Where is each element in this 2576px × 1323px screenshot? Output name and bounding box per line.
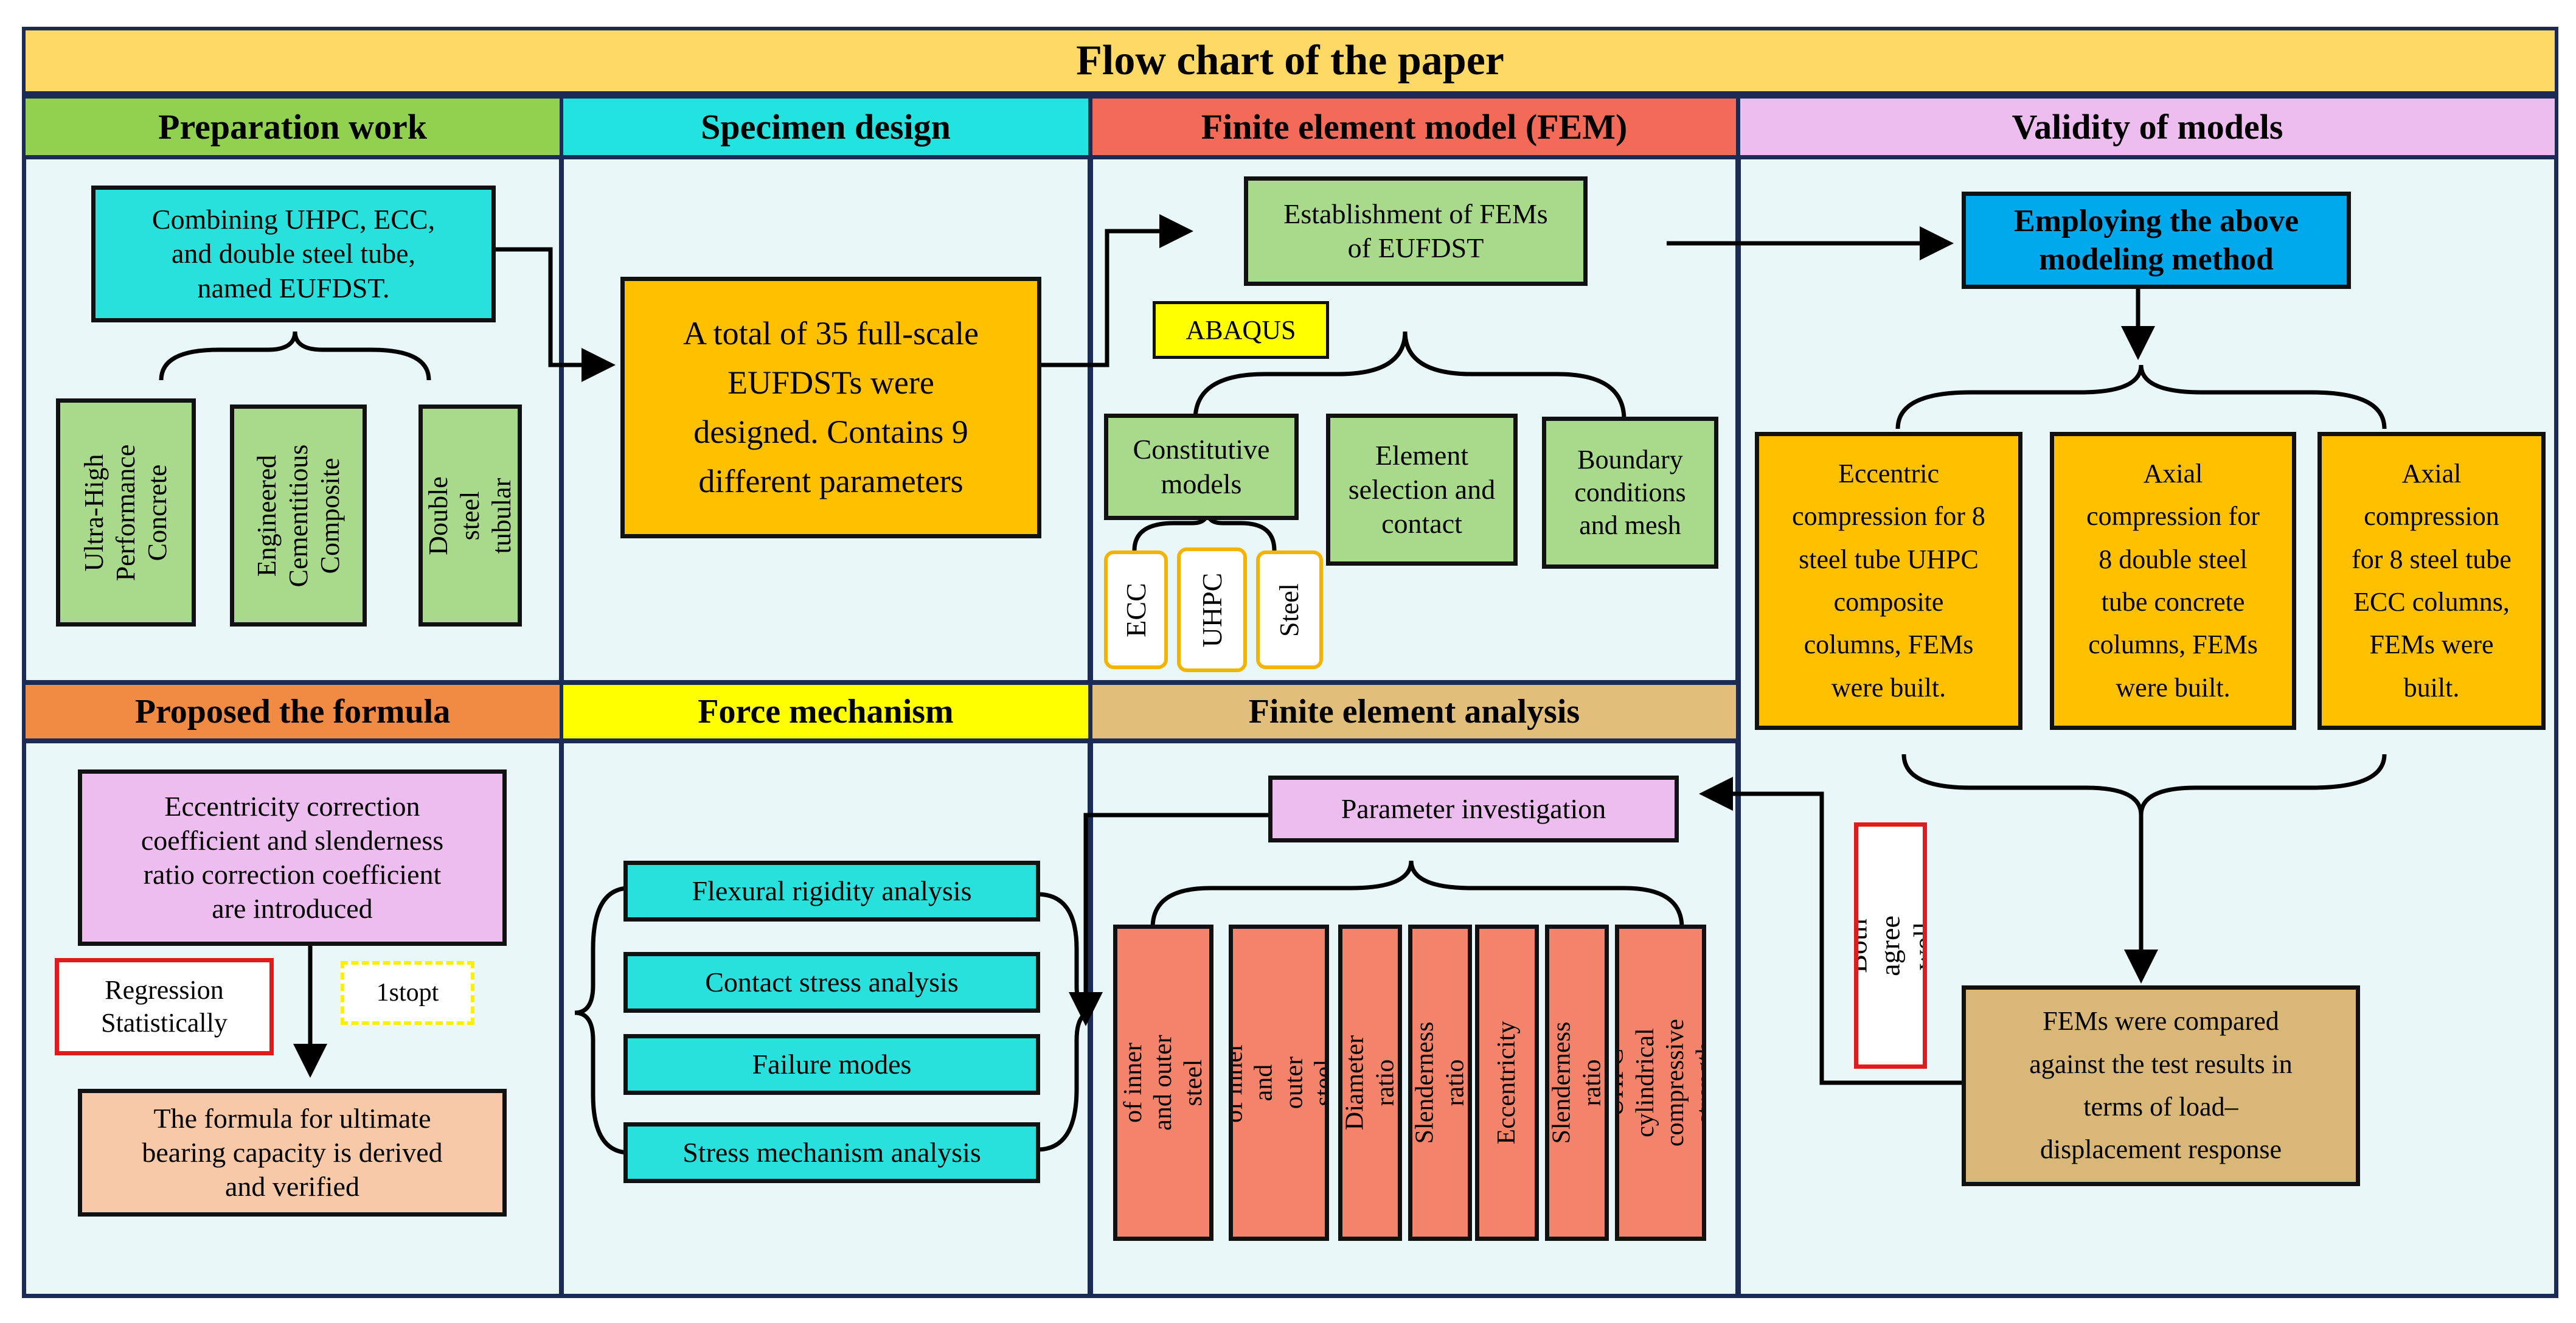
agree-text: Both agree well (1854, 915, 1927, 976)
brace-force (574, 886, 630, 1155)
coefficients-text: Eccentricity correction coefficient and … (141, 790, 444, 925)
compared-box: FEMs were compared against the test resu… (1962, 985, 2360, 1186)
uhpc-material-text: UHPC (1196, 572, 1227, 647)
header-preparation-label: Preparation work (158, 107, 427, 147)
header-specimen: Specimen design (560, 95, 1092, 159)
header-validity: Validity of models (1737, 95, 2558, 159)
brace-validity-top (1895, 364, 2387, 429)
axial-steel-case-box: Axial compression for 8 steel tube ECC c… (2317, 432, 2546, 730)
brace-preparation (159, 331, 431, 381)
axial-double-case-text: Axial compression for 8 double steel tub… (2086, 458, 2260, 703)
element-selection-box: Element selection and contact (1326, 414, 1518, 566)
header-fea: Finite element analysis (1089, 681, 1740, 742)
param-slenderness-2-text: Slenderness ratio (1547, 1021, 1606, 1144)
combining-box: Combining UHPC, ECC, and double steel tu… (91, 186, 496, 322)
param-slenderness-2: Slenderness ratio (1545, 925, 1609, 1241)
agree-badge: Both agree well (1854, 822, 1927, 1069)
eccentric-case-box: Eccentric compression for 8 steel tube U… (1755, 432, 2022, 730)
force-item-contact-text: Contact stress analysis (705, 966, 959, 998)
param-diameter-text: Diameter ratio (1340, 1035, 1399, 1131)
header-validity-label: Validity of models (2012, 107, 2283, 147)
axial-double-case-box: Axial compression for 8 double steel tub… (2050, 432, 2296, 730)
abaqus-text: ABAQUS (1186, 314, 1296, 345)
force-item-failure: Failure modes (623, 1034, 1040, 1095)
regression-box: Regression Statistically (55, 958, 274, 1055)
boundary-box: Boundary conditions and mesh (1542, 417, 1718, 569)
ecc-material-text: ECC (1120, 582, 1151, 637)
abaqus-label: ABAQUS (1153, 301, 1329, 359)
arrow-to-parameter (1699, 777, 1962, 1085)
header-force-label: Force mechanism (698, 693, 954, 731)
force-item-contact: Contact stress analysis (623, 952, 1040, 1013)
steel-material-box: Steel (1256, 550, 1323, 669)
stopt-text: 1stopt (376, 978, 439, 1007)
param-strength-text: Strength of inner and outer steel tubes (1229, 1043, 1329, 1123)
param-uhpc-strength: UHPC cylindrical compressive strength (1615, 925, 1706, 1241)
parameter-box: Parameter investigation (1268, 776, 1679, 842)
boundary-text: Boundary conditions and mesh (1574, 445, 1686, 540)
axial-steel-case-text: Axial compression for 8 steel tube ECC c… (2352, 458, 2512, 703)
param-diameter: Diameter ratio (1338, 925, 1402, 1241)
arrow-to-specimen (496, 247, 616, 382)
force-item-stress-text: Stress mechanism analysis (682, 1136, 981, 1168)
uhpc-material-box: UHPC (1177, 547, 1247, 672)
param-slenderness-1: Slenderness ratio (1408, 925, 1472, 1241)
double-steel-box: Double steel tubular (418, 405, 522, 627)
brace-fem (1193, 331, 1626, 420)
title-band: Flow chart of the paper (22, 27, 2558, 95)
double-steel-text: Double steel tubular (423, 476, 516, 555)
header-specimen-label: Specimen design (701, 107, 951, 147)
specimen-text: A total of 35 full-scale EUFDSTs were de… (683, 315, 979, 499)
employing-box: Employing the above modeling method (1962, 192, 2351, 289)
param-eccentricity: Eccentricity (1475, 925, 1539, 1241)
brace-force-right (1036, 892, 1092, 1152)
ecc-box: Engineered Cementitious Composite (230, 405, 367, 627)
constitutive-text: Constitutive models (1133, 434, 1270, 499)
derived-text: The formula for ultimate bearing capacit… (142, 1102, 443, 1203)
param-strength: Strength of inner and outer steel tubes (1229, 925, 1329, 1241)
brace-validity-bottom (1901, 754, 2387, 816)
force-item-stress: Stress mechanism analysis (623, 1122, 1040, 1183)
header-force: Force mechanism (560, 681, 1092, 742)
param-thickness: Thickness of inner and outer steel tubes (1113, 925, 1213, 1241)
establishment-text: Establishment of FEMs of EUFDST (1283, 198, 1548, 263)
element-selection-text: Element selection and contact (1348, 439, 1496, 540)
arrow-to-establishment (1041, 214, 1193, 367)
header-preparation: Preparation work (22, 95, 563, 159)
steel-material-text: Steel (1274, 583, 1305, 637)
compared-text: FEMs were compared against the test resu… (2029, 1006, 2293, 1165)
employing-text: Employing the above modeling method (2013, 203, 2299, 277)
specimen-box: A total of 35 full-scale EUFDSTs were de… (620, 277, 1041, 538)
establishment-box: Establishment of FEMs of EUFDST (1244, 176, 1588, 286)
regression-text: Regression Statistically (101, 975, 227, 1038)
uhpc-box: Ultra-High Performance Concrete (56, 398, 196, 627)
uhpc-text: Ultra-High Performance Concrete (79, 444, 172, 581)
force-item-flexural: Flexural rigidity analysis (623, 861, 1040, 922)
coefficients-box: Eccentricity correction coefficient and … (78, 769, 507, 946)
ecc-text: Engineered Cementitious Composite (251, 444, 345, 587)
header-fea-label: Finite element analysis (1248, 693, 1580, 731)
param-uhpc-strength-text: UHPC cylindrical compressive strength (1615, 1019, 1706, 1147)
parameter-text: Parameter investigation (1341, 793, 1606, 824)
ecc-material-box: ECC (1104, 550, 1168, 669)
header-formula: Proposed the formula (22, 681, 563, 742)
param-slenderness-1-text: Slenderness ratio (1410, 1021, 1469, 1144)
combining-text: Combining UHPC, ECC, and double steel tu… (151, 204, 436, 304)
param-thickness-text: Thickness of inner and outer steel tubes (1113, 1030, 1213, 1135)
constitutive-box: Constitutive models (1104, 414, 1299, 520)
eccentric-case-text: Eccentric compression for 8 steel tube U… (1792, 458, 1985, 703)
derived-box: The formula for ultimate bearing capacit… (78, 1089, 507, 1217)
param-eccentricity-text: Eccentricity (1492, 1021, 1521, 1145)
header-fem-label: Finite element model (FEM) (1201, 107, 1628, 147)
header-formula-label: Proposed the formula (134, 693, 451, 731)
page-title: Flow chart of the paper (1076, 37, 1504, 84)
force-item-failure-text: Failure modes (752, 1048, 912, 1080)
force-item-flexural-text: Flexural rigidity analysis (692, 875, 972, 906)
brace-fea (1150, 860, 1684, 928)
stopt-box: 1stopt (341, 961, 474, 1025)
